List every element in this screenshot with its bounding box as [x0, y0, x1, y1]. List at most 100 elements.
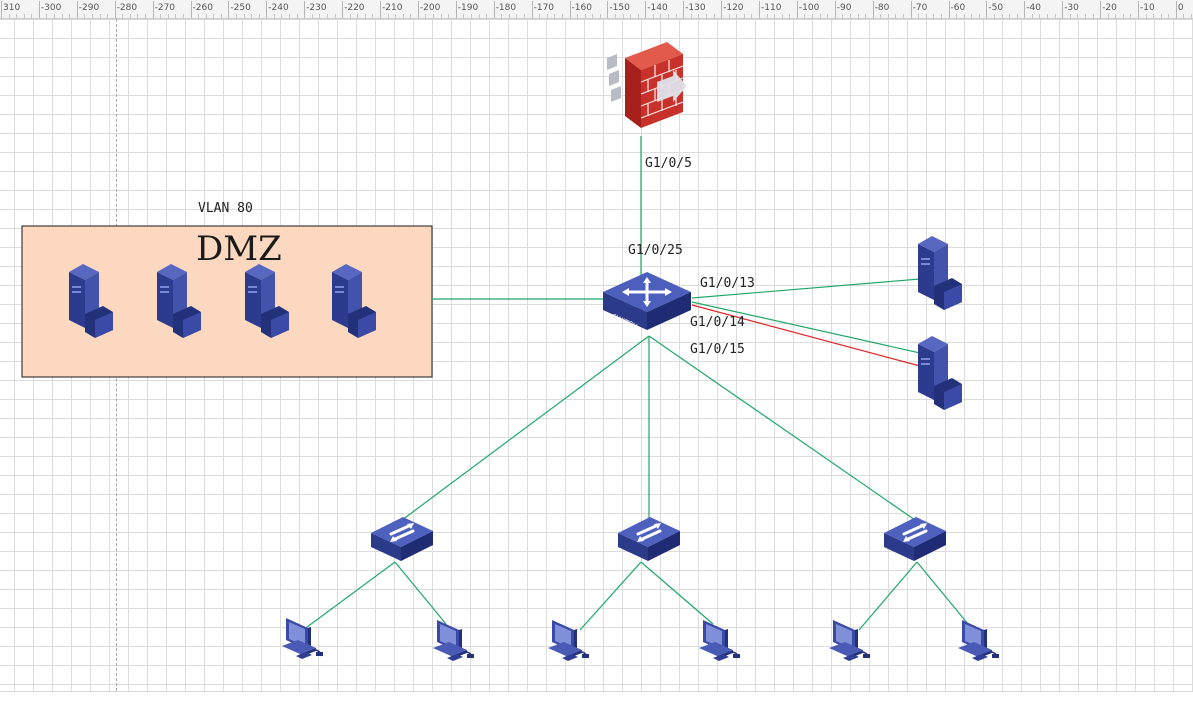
ruler-minor-tick: [334, 14, 336, 18]
ruler-minor-tick: [486, 14, 488, 18]
ruler-minor-tick: [296, 14, 298, 18]
workstation-icon[interactable]: [957, 619, 1000, 662]
ruler-minor-tick: [1122, 14, 1124, 18]
core-to-access-right-link[interactable]: [648, 335, 916, 521]
ruler-tick-line: [986, 1, 988, 18]
ruler-minor-tick: [372, 14, 374, 18]
workstation-icon[interactable]: [432, 619, 475, 662]
ruler-minor-tick: [903, 14, 905, 18]
ruler-minor-tick: [410, 14, 412, 18]
workstation-icon[interactable]: [281, 617, 324, 660]
access-right-to-ws5-link[interactable]: [858, 561, 918, 631]
ruler-minor-tick: [1084, 14, 1086, 18]
ruler-minor-tick: [804, 14, 806, 18]
workstation-icon[interactable]: [828, 619, 871, 662]
ruler-tick-label: -230: [306, 3, 327, 13]
access-switch-icon[interactable]: [369, 515, 435, 563]
ruler-tick-label: -150: [609, 3, 630, 13]
access-switch-icon[interactable]: [616, 515, 682, 563]
access-mid-to-ws3-link[interactable]: [579, 561, 642, 631]
ruler-minor-tick: [99, 14, 101, 18]
server-a-link[interactable]: [691, 278, 921, 299]
ruler-minor-tick: [251, 14, 253, 18]
ruler-minor-tick: [1168, 14, 1170, 18]
access-left-to-ws2-link[interactable]: [394, 561, 447, 625]
server-icon[interactable]: [918, 336, 962, 410]
ruler-tick-line: [493, 1, 495, 18]
core-switch-icon[interactable]: SWITCH: [601, 270, 693, 332]
vlan-label: VLAN 80: [198, 201, 253, 216]
ruler-minor-tick: [925, 14, 927, 18]
ruler-minor-tick: [198, 14, 200, 18]
ruler-minor-tick: [705, 14, 707, 18]
ruler-minor-tick: [1153, 14, 1155, 18]
ruler-minor-tick: [1009, 14, 1011, 18]
ruler-minor-tick: [1039, 14, 1041, 18]
ruler-minor-tick: [963, 14, 965, 18]
ruler-minor-tick: [1031, 14, 1033, 18]
ruler-tick-line: [380, 1, 381, 18]
ruler-tick-line: [796, 1, 798, 18]
ruler-tick-line: [1024, 1, 1026, 18]
ruler-tick-line: [1, 1, 2, 18]
ruler-minor-tick: [289, 14, 291, 18]
ruler-minor-tick: [849, 14, 851, 18]
ruler-minor-tick: [364, 14, 366, 18]
ruler-tick-line: [152, 1, 154, 18]
ruler-minor-tick: [622, 14, 624, 18]
ruler-tick-line: [76, 1, 78, 18]
ruler-minor-tick: [129, 14, 131, 18]
ruler-minor-tick: [91, 14, 93, 18]
ruler-minor-tick: [258, 14, 260, 18]
port-label-g1-0-13: G1/0/13: [700, 276, 755, 291]
ruler-minor-tick: [698, 14, 700, 18]
ruler-minor-tick: [311, 14, 313, 18]
server-b-alt-link[interactable]: [691, 304, 921, 367]
access-right-to-ws6-link[interactable]: [916, 561, 969, 625]
ruler-minor-tick: [1145, 14, 1147, 18]
ruler-minor-tick: [940, 14, 942, 18]
ruler-minor-tick: [736, 14, 738, 18]
ruler-minor-tick: [395, 14, 397, 18]
server-icon[interactable]: [918, 236, 962, 310]
ruler-minor-tick: [1191, 14, 1193, 18]
ruler-minor-tick: [728, 14, 730, 18]
firewall-icon[interactable]: [606, 41, 688, 129]
ruler-minor-tick: [463, 14, 465, 18]
ruler-tick-label: -210: [382, 3, 403, 13]
ruler-minor-tick: [584, 14, 586, 18]
ruler-tick-label: -30: [1064, 3, 1079, 13]
ruler-tick-label: -190: [457, 3, 479, 13]
access-switch-icon[interactable]: [882, 515, 948, 563]
ruler-minor-tick: [668, 14, 670, 18]
workstation-icon[interactable]: [698, 619, 741, 662]
access-mid-to-ws4-link[interactable]: [640, 561, 714, 625]
access-left-to-ws1-link[interactable]: [302, 561, 396, 631]
ruler-minor-tick: [933, 14, 935, 18]
server-b-link[interactable]: [691, 301, 921, 354]
ruler-minor-tick: [387, 14, 389, 18]
dmz-title: DMZ: [196, 229, 282, 269]
ruler-tick-line: [645, 1, 647, 18]
ruler-tick-line: [114, 1, 116, 18]
ruler-minor-tick: [516, 14, 518, 18]
ruler-minor-tick: [145, 14, 147, 18]
ruler-minor-tick: [220, 14, 222, 18]
ruler-tick-line: [304, 1, 306, 18]
ruler-tick-line: [721, 1, 723, 18]
ruler-tick-label: -170: [533, 3, 555, 13]
ruler-tick-line: [1175, 1, 1177, 18]
ruler-minor-tick: [781, 14, 783, 18]
ruler-minor-tick: [8, 14, 10, 18]
ruler-minor-tick: [956, 14, 958, 18]
ruler-tick-label: -300: [40, 3, 62, 13]
ruler-tick-label: -130: [685, 3, 706, 13]
ruler-tick-line: [834, 1, 836, 18]
ruler-tick-label: -10: [1140, 3, 1155, 13]
ruler-minor-tick: [478, 14, 480, 18]
ruler-minor-tick: [448, 14, 450, 18]
ruler-tick-label: -250: [230, 3, 251, 13]
core-to-access-left-link[interactable]: [401, 335, 650, 521]
ruler-minor-tick: [16, 14, 18, 18]
